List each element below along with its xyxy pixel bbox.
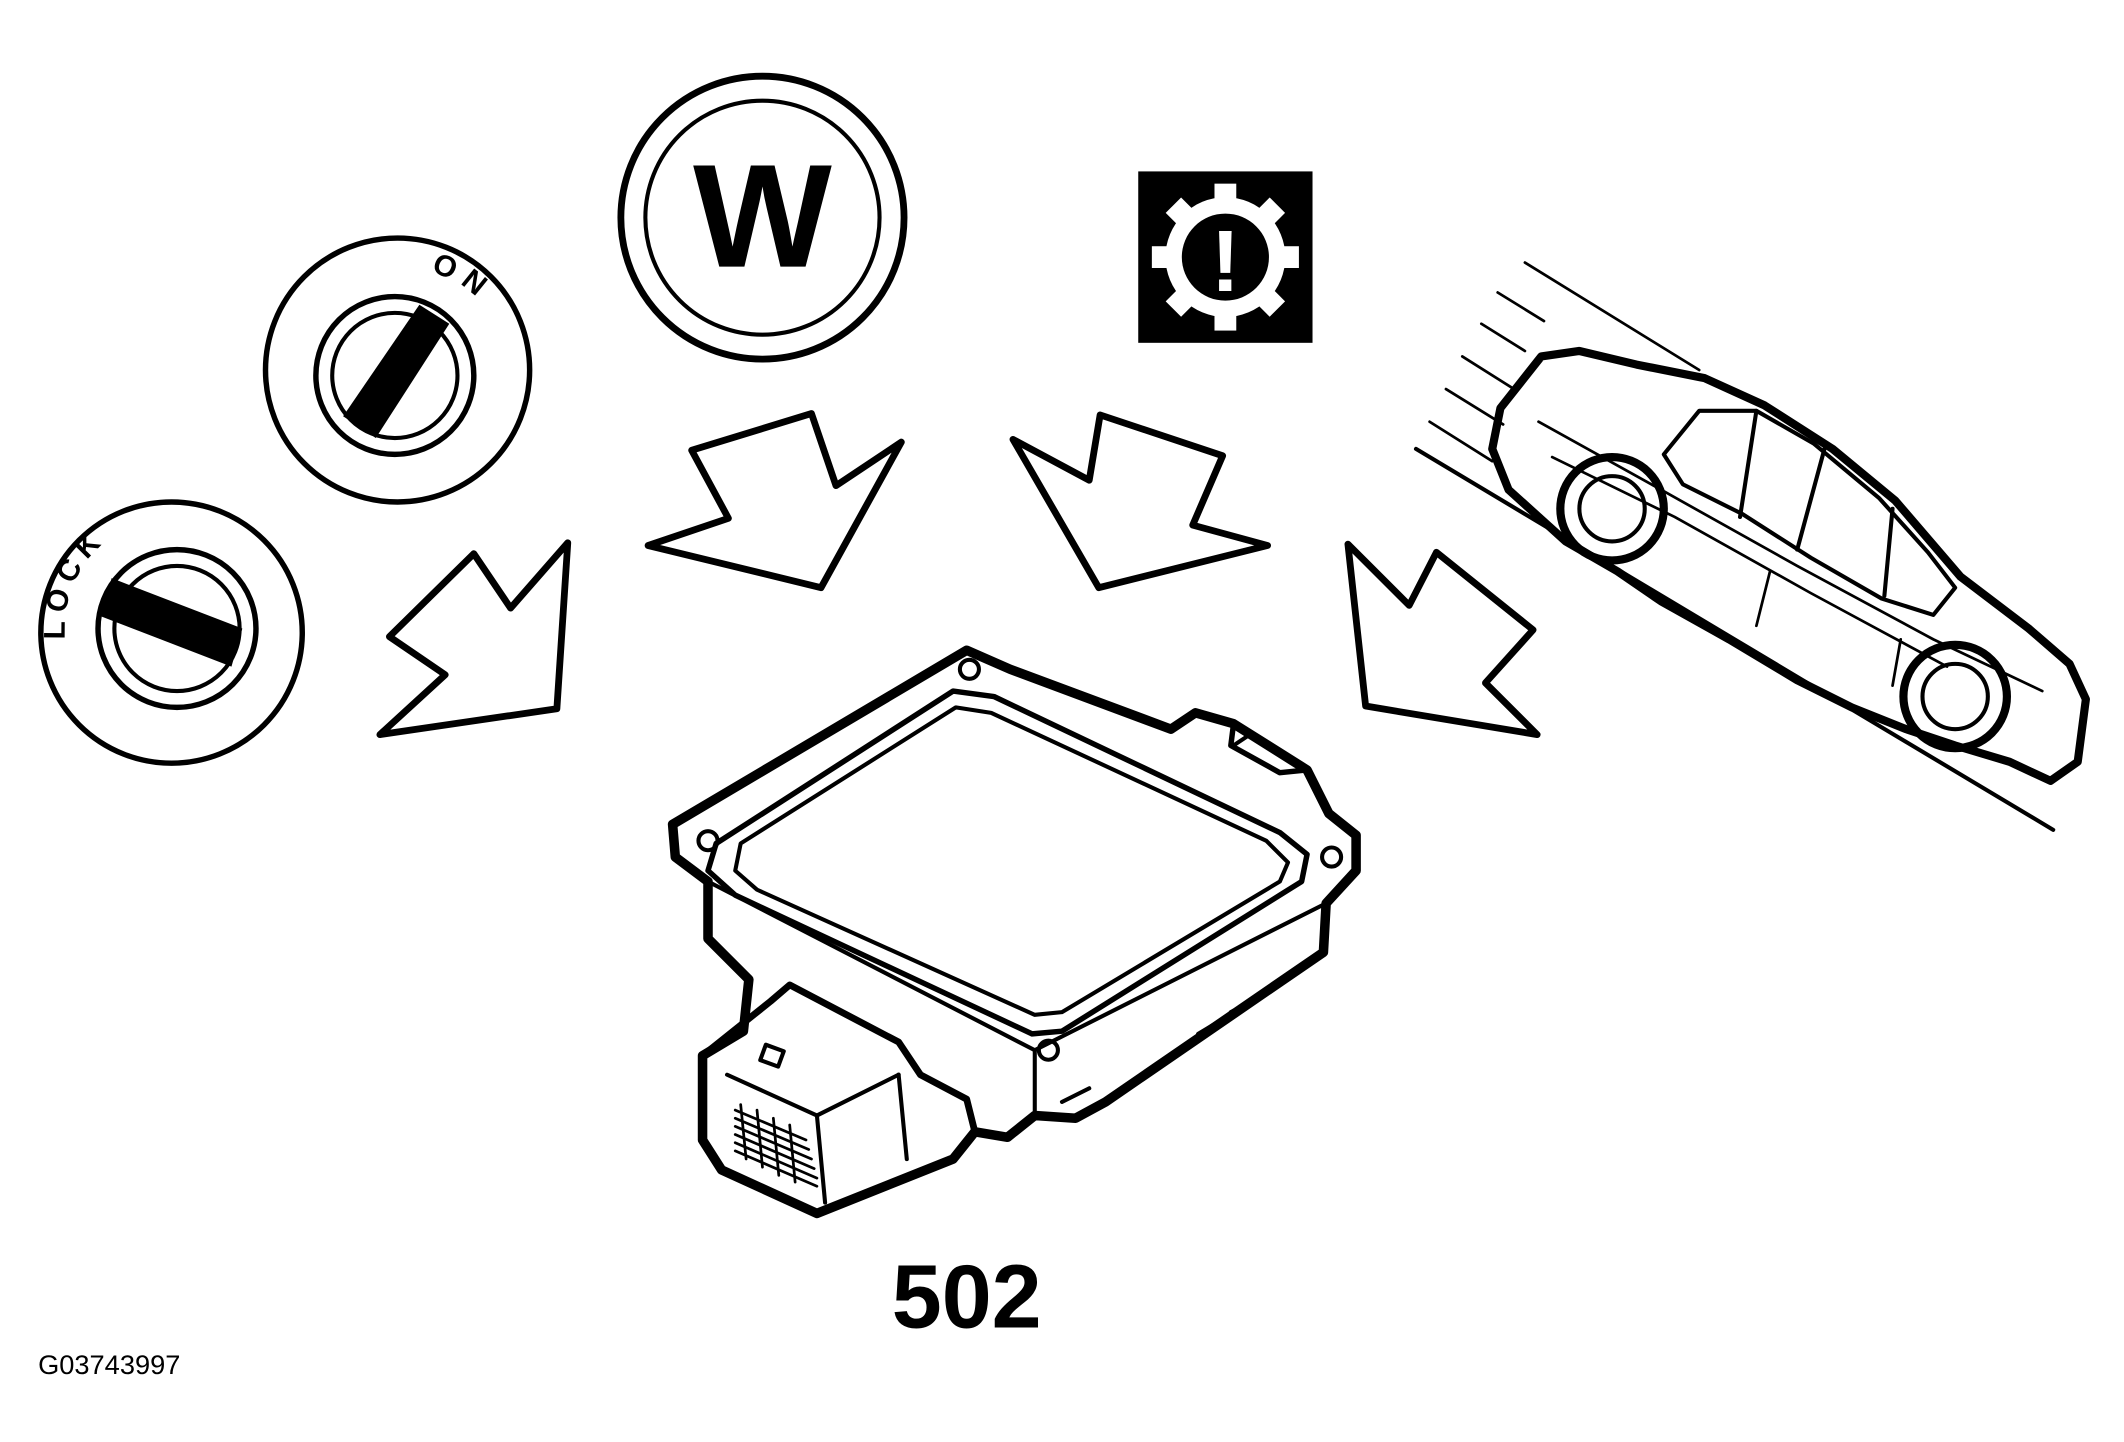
figure-reference-code: G03743997: [38, 1349, 180, 1380]
vehicle-on-incline-icon: [1413, 261, 2090, 832]
arrow-from-warning-symbol: [1009, 411, 1271, 592]
w-symbol-letter: W: [693, 135, 832, 299]
warning-glyph: !: [1211, 213, 1240, 310]
control-module-illustration: [667, 645, 1361, 1219]
arrow-from-vehicle: [1344, 540, 1541, 739]
arrow-from-w-symbol: [644, 410, 905, 592]
ignition-lock-icon: LOCK: [38, 499, 305, 766]
front-wheel: [1899, 640, 2011, 753]
w-symbol-icon: W: [617, 72, 908, 363]
module-part-number: 502: [892, 1248, 1042, 1348]
connector-pins: [733, 1103, 819, 1188]
gear-warning-icon: !: [1138, 171, 1313, 343]
ignition-on-icon: ON: [262, 235, 533, 505]
rear-wheel: [1556, 453, 1668, 565]
arrow-from-ignition: [376, 539, 572, 739]
